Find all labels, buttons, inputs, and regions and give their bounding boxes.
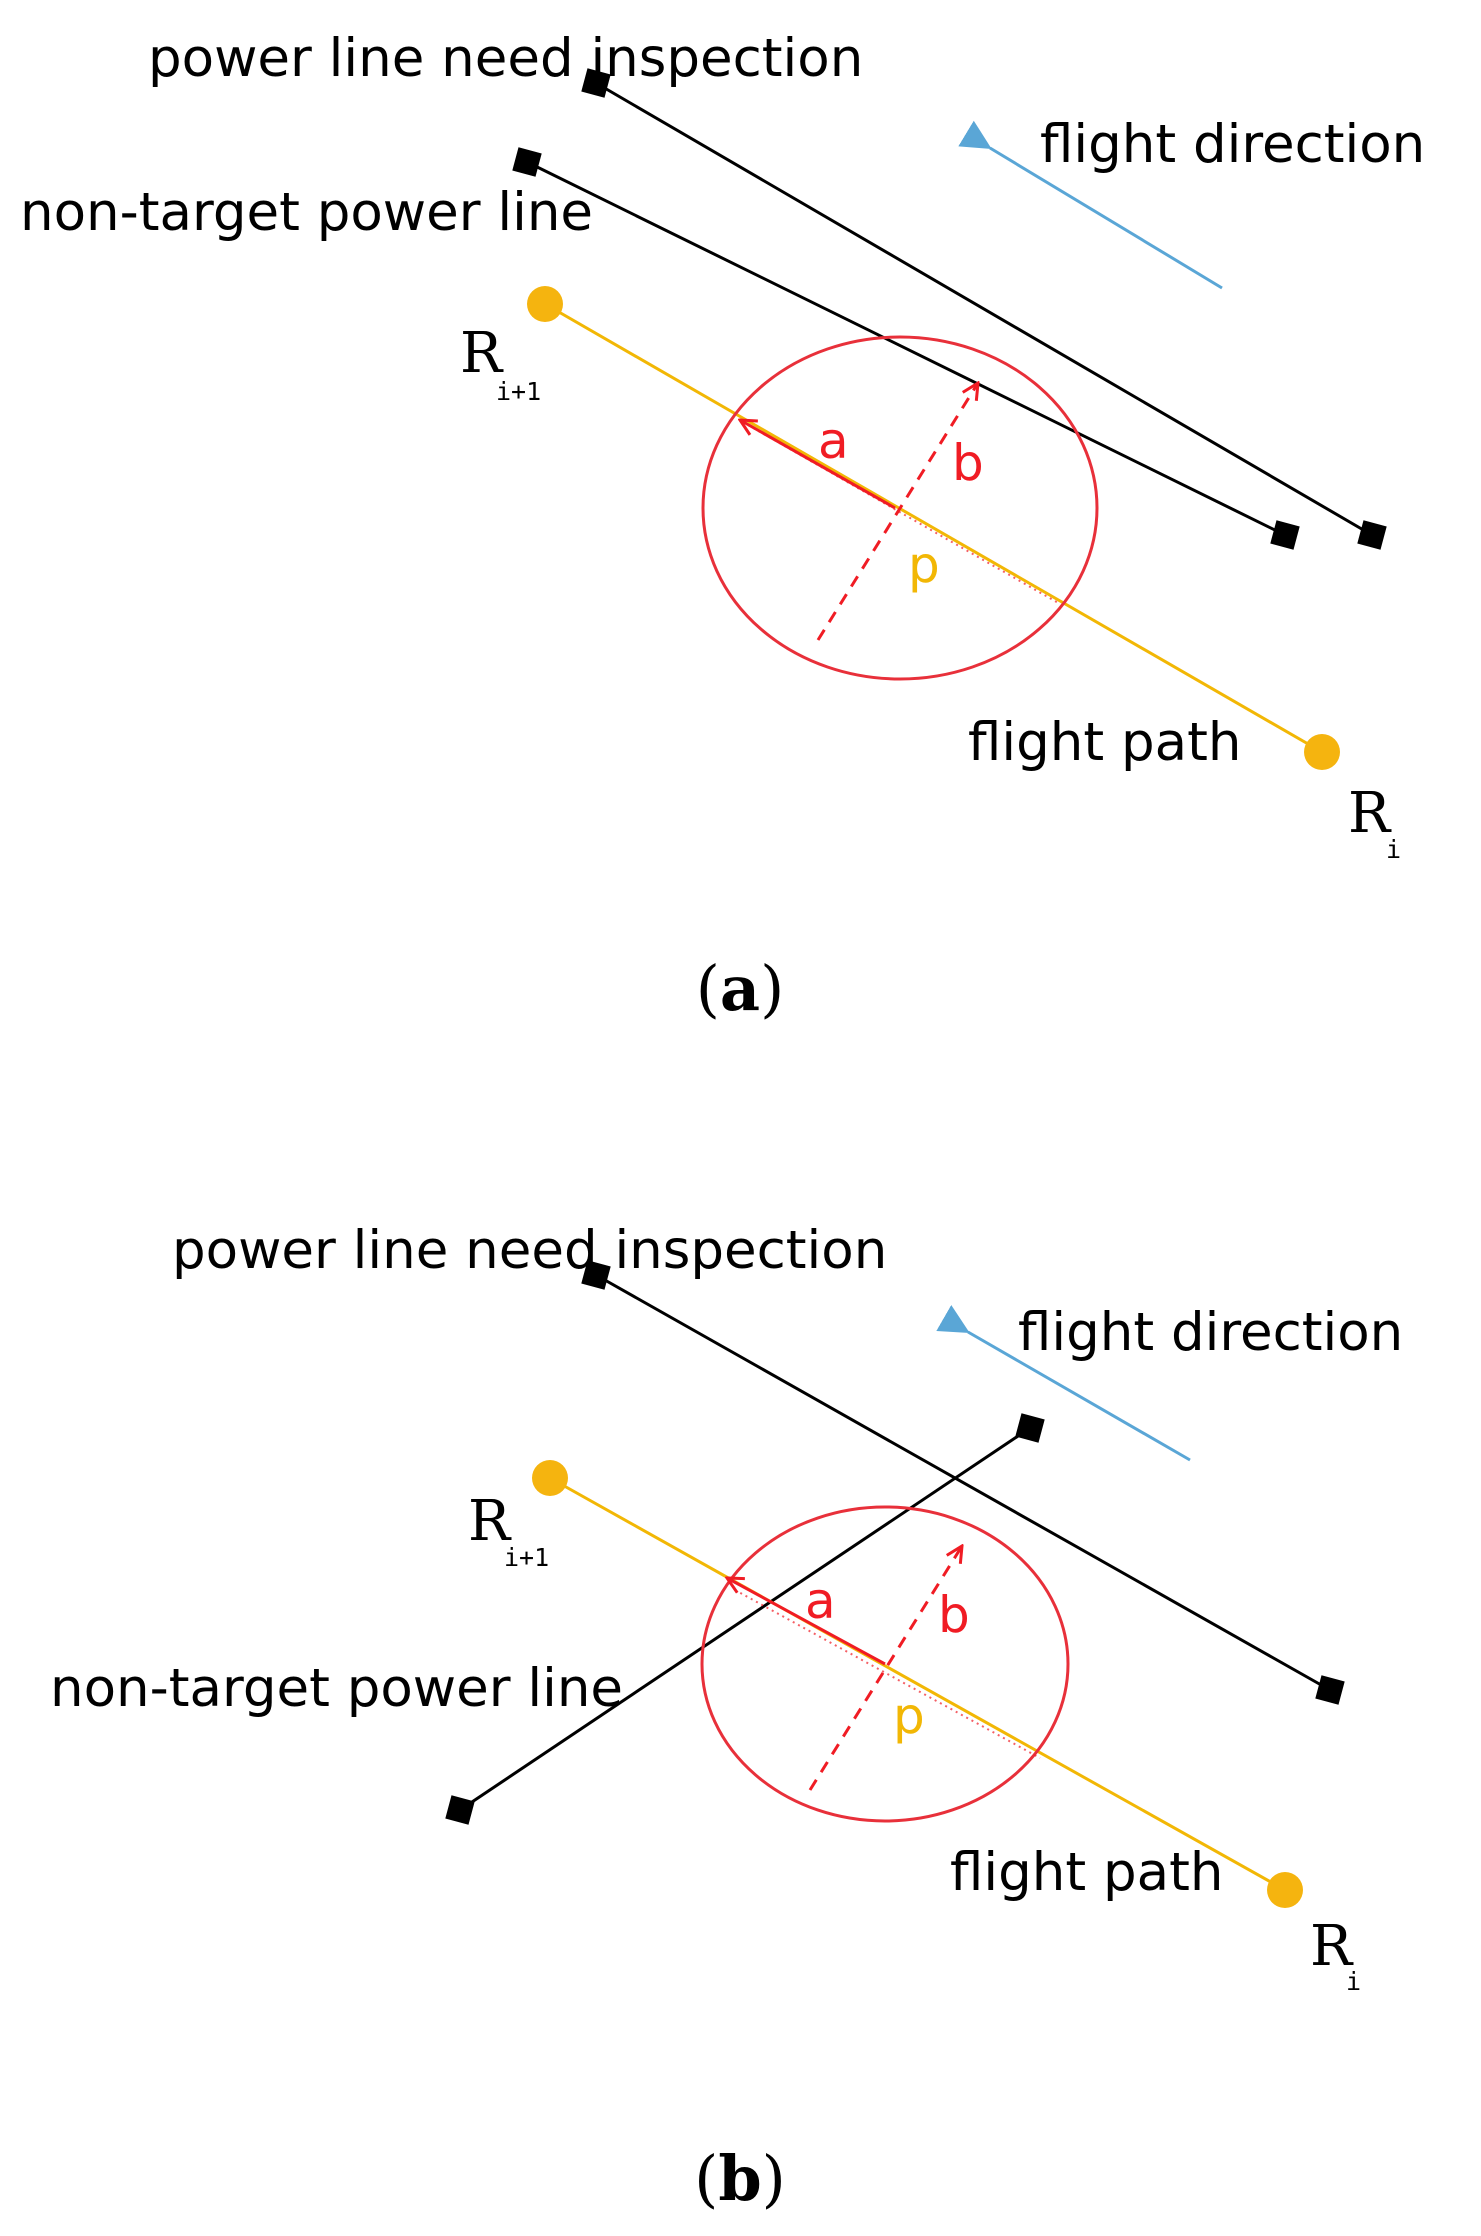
non-target-power-line-wire [459,1426,1031,1812]
pylon-marker [581,1260,611,1290]
label-flight-direction: flight direction [1040,114,1425,175]
path-segment-highlight [734,1589,1041,1759]
label-r-i-subscript: i [1346,1967,1361,1996]
pylon-marker [445,1795,475,1825]
label-power-line-need-inspection: power line need inspection [172,1220,887,1281]
waypoint-r-i [1267,1872,1303,1908]
pylon-marker [581,68,611,98]
vector-a-arrow [740,420,896,510]
label-point-p: p [908,536,940,594]
label-non-target-power-line: non-target power line [20,182,593,243]
label-vector-a: a [805,1572,836,1630]
vector-b-arrow [816,383,978,641]
panel-b: power line need inspection non-target po… [50,1220,1403,2215]
caption-a: (a) [696,952,785,1025]
label-r-i-plus-1: R [460,321,504,386]
waypoint-r-i [1304,734,1340,770]
non-target-power-line [445,1413,1045,1825]
label-flight-path: flight path [950,1842,1223,1903]
pylon-marker [1270,520,1300,550]
label-vector-a: a [818,412,849,470]
label-non-target-power-line: non-target power line [50,1658,623,1719]
label-r-i-plus-1: R [468,1489,512,1554]
target-power-line-wire [595,1273,1331,1692]
pylon-marker [1357,520,1387,550]
flight-direction-arrow [958,120,1223,290]
label-point-p: p [893,1687,925,1745]
label-r-i-plus-1-subscript: i+1 [496,377,541,406]
label-r-i-subscript: i [1386,835,1401,864]
non-target-power-line [512,147,1300,550]
target-power-line-wire [595,81,1373,537]
non-target-power-line-wire [526,160,1286,537]
label-r-i: R [1348,781,1392,846]
pylon-marker [1315,1675,1345,1705]
flight-direction-arrow [936,1305,1191,1462]
vector-b-arrow [808,1546,962,1791]
label-r-i-plus-1-subscript: i+1 [504,1543,549,1572]
inspection-circle [701,335,1099,681]
waypoint-r-i-plus-1 [527,286,563,322]
caption-b: (b) [694,2142,786,2215]
inspection-circle [700,1505,1070,1823]
target-power-line [581,68,1387,550]
pylon-marker [1015,1413,1045,1443]
label-flight-path: flight path [968,712,1241,773]
waypoint-r-i-plus-1 [532,1460,568,1496]
vector-a-arrow [727,1578,886,1666]
label-vector-b: b [952,434,984,492]
panel-a: power line need inspection non-target po… [20,28,1425,1025]
label-vector-b: b [938,1586,970,1644]
target-power-line [581,1260,1345,1705]
label-power-line-need-inspection: power line need inspection [148,28,863,89]
label-r-i: R [1310,1914,1354,1979]
label-flight-direction: flight direction [1018,1302,1403,1363]
flight-path-line [549,1476,1286,1892]
pylon-marker [512,147,542,177]
flight-path-line [544,302,1323,754]
